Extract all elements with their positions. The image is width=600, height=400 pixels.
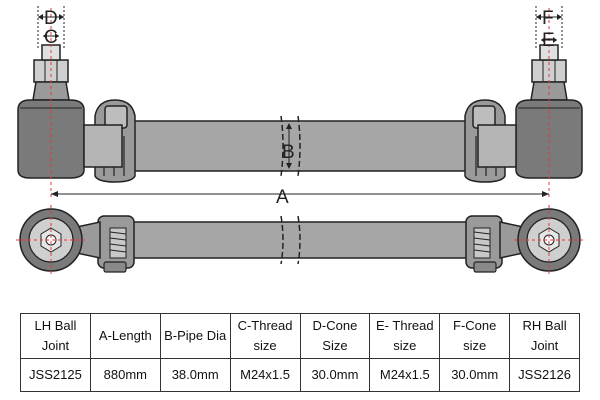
dim-label-e: E [542,30,555,51]
dim-label-a: A [276,187,289,208]
header-d-cone-size: D-Cone Size [299,313,371,359]
dim-label-f: F [542,8,554,29]
dim-label-d: D [44,8,58,29]
side-view [17,8,583,200]
header-e-thread-size: E- Thread size [369,313,441,359]
header-a-length: A-Length [89,313,161,359]
value-rh-ball-joint: JSS2126 [509,358,580,392]
header-c-thread-size: C-Thread size [229,313,301,359]
header-rh-ball-joint: RH Ball Joint [509,313,580,359]
dimension-arrowheads [38,14,562,197]
rh-ball-joint-side [477,44,583,179]
value-d-cone-size: 30.0mm [299,358,371,392]
spec-table-value-row: JSS2125 880mm 38.0mm M24x1.5 30.0mm M24x… [20,358,580,392]
dim-label-c: C [44,27,58,48]
value-c-thread-size: M24x1.5 [229,358,301,392]
header-lh-ball-joint: LH Ball Joint [20,313,91,359]
rh-ball-joint-top [499,205,584,275]
value-b-pipe-dia: 38.0mm [159,358,231,392]
top-view [16,205,584,275]
value-lh-ball-joint: JSS2125 [20,358,91,392]
dim-label-b: B [282,142,295,163]
header-f-cone-size: F-Cone size [439,313,511,359]
lh-ball-joint-top [16,205,101,275]
right-clamp-top [465,215,503,273]
tie-rod-diagram: D C F E B A [16,6,584,275]
spec-table-header-row: LH Ball Joint A-Length B-Pipe Dia C-Thre… [20,313,580,359]
value-e-thread-size: M24x1.5 [369,358,441,392]
value-f-cone-size: 30.0mm [439,358,511,392]
spec-table: LH Ball Joint A-Length B-Pipe Dia C-Thre… [20,313,580,392]
value-a-length: 880mm [89,358,161,392]
left-clamp-top [97,215,135,273]
header-b-pipe-dia: B-Pipe Dia [159,313,231,359]
